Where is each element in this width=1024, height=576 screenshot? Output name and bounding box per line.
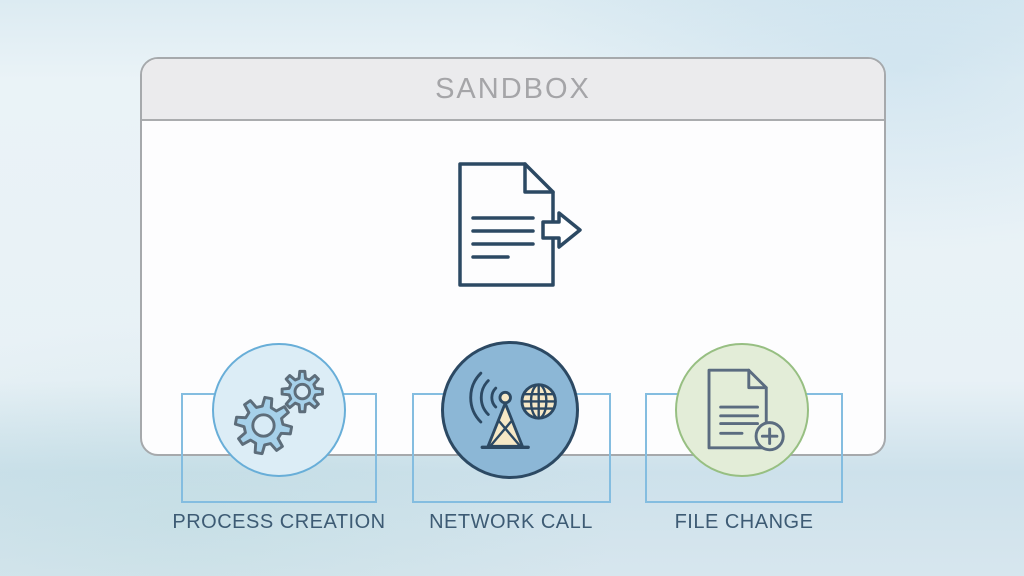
- small-gear-hole: [293, 382, 312, 401]
- file-add-icon: [707, 368, 785, 452]
- file-change-label: FILE CHANGE: [674, 511, 814, 533]
- radio-tower-icon: [480, 390, 530, 449]
- add-badge-icon: [754, 421, 785, 452]
- file-change-bubble: [675, 343, 809, 477]
- globe-icon: [520, 383, 557, 420]
- sandbox-panel-header: SANDBOX: [142, 59, 884, 121]
- file-fold: [747, 368, 768, 390]
- radio-tower-globe-icon: [469, 371, 557, 449]
- file-outline: [707, 368, 768, 450]
- process-creation-bubble: [212, 343, 346, 477]
- gears-icon: [233, 369, 324, 456]
- export-arrow-icon: [541, 211, 582, 249]
- process-creation-label: PROCESS CREATION: [172, 511, 386, 533]
- network-call-label: NETWORK CALL: [429, 511, 593, 533]
- document-outline: [458, 162, 555, 287]
- document-export-icon: [458, 162, 582, 287]
- sandbox-title: SANDBOX: [435, 72, 591, 105]
- large-gear-hole: [251, 413, 276, 438]
- document-fold: [523, 162, 555, 194]
- file-text-lines: [719, 405, 759, 435]
- network-call-bubble: [441, 341, 579, 479]
- document-text-lines: [471, 216, 535, 259]
- signal-waves-icon: [469, 371, 498, 424]
